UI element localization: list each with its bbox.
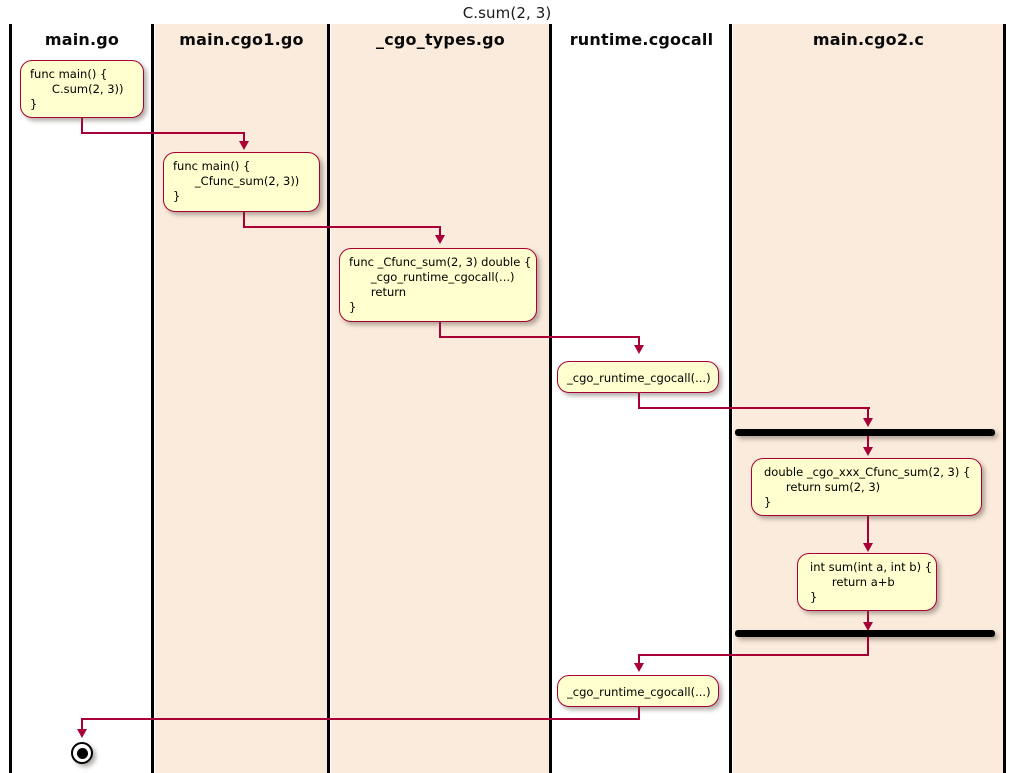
node-func-main-go[interactable]: func main() { C.sum(2, 3)) } — [20, 60, 144, 118]
swimlane-divider-3 — [549, 24, 552, 773]
swimlane-runtime-cgocall — [553, 24, 730, 773]
swimlane-title-cgo-types-go: _cgo_types.go — [376, 30, 505, 49]
node-cgo-xxx-cfunc-sum[interactable]: double _cgo_xxx_Cfunc_sum(2, 3) { return… — [751, 458, 982, 516]
connector-8-vertical-a — [867, 637, 869, 656]
connector-2-arrowhead — [435, 235, 445, 244]
swimlane-main-cgo2-c — [733, 24, 1004, 773]
connector-1-arrowhead — [239, 141, 249, 150]
connector-5-vertical — [867, 436, 869, 450]
connector-3-vertical-a — [439, 322, 441, 338]
connector-8-arrowhead — [634, 663, 644, 672]
swimlane-main-cgo1-go — [155, 24, 328, 773]
swimlane-title-main-cgo2-c: main.cgo2.c — [812, 30, 925, 49]
connector-6-arrowhead — [863, 543, 873, 552]
connector-8-vertical-b — [638, 654, 640, 668]
connector-1-vertical-b — [243, 132, 245, 146]
connector-9-vertical-b — [81, 718, 83, 732]
connector-7-arrowhead — [863, 622, 873, 631]
connector-4-arrowhead — [863, 418, 873, 427]
connector-6-vertical — [867, 516, 869, 545]
connector-8-horizontal — [638, 654, 869, 656]
swimlane-title-runtime-cgocall: runtime.cgocall — [569, 30, 714, 49]
node-cgocall-enter[interactable]: _cgo_runtime_cgocall(...) — [557, 361, 719, 393]
swimlane-divider-right — [1003, 24, 1006, 773]
connector-9-horizontal — [81, 718, 640, 720]
connector-1-horizontal — [81, 132, 244, 134]
connector-2-vertical-b — [439, 226, 441, 240]
connector-7-vertical — [867, 611, 869, 629]
connector-9-vertical-a — [638, 706, 640, 720]
connector-9-arrowhead — [77, 729, 87, 738]
swimlane-title-main-cgo1-go: main.cgo1.go — [179, 30, 304, 49]
join-bar-bottom — [735, 630, 995, 637]
swimlane-cgo-types-go — [331, 24, 550, 773]
connector-3-arrowhead — [634, 345, 644, 354]
connector-2-vertical-a — [243, 212, 245, 228]
connector-3-horizontal — [439, 336, 640, 338]
connector-4-horizontal — [638, 407, 870, 409]
swimlane-divider-1 — [151, 24, 154, 773]
connector-4-vertical-b — [867, 407, 869, 421]
diagram-title: C.sum(2, 3) — [462, 4, 552, 22]
swimlane-divider-2 — [327, 24, 330, 773]
fork-bar-top — [735, 429, 995, 436]
swimlane-main-go — [12, 24, 152, 773]
node-func-main-cgo1-go[interactable]: func main() { _Cfunc_sum(2, 3)) } — [163, 152, 320, 212]
swimlane-title-main-go: main.go — [44, 30, 120, 49]
connector-2-horizontal — [243, 226, 441, 228]
swimlane-divider-left — [9, 24, 12, 773]
connector-1-vertical-a — [81, 118, 83, 134]
connector-5-arrowhead — [863, 447, 873, 456]
node-int-sum[interactable]: int sum(int a, int b) { return a+b } — [797, 553, 937, 611]
activity-final-node — [71, 742, 93, 764]
connector-4-vertical-a — [638, 393, 640, 409]
connector-3-vertical-b — [638, 336, 640, 350]
node-cgocall-return[interactable]: _cgo_runtime_cgocall(...) — [557, 675, 719, 707]
swimlane-divider-4 — [729, 24, 732, 773]
node-cfunc-sum-cgo-types[interactable]: func _Cfunc_sum(2, 3) double { _cgo_runt… — [339, 248, 537, 322]
